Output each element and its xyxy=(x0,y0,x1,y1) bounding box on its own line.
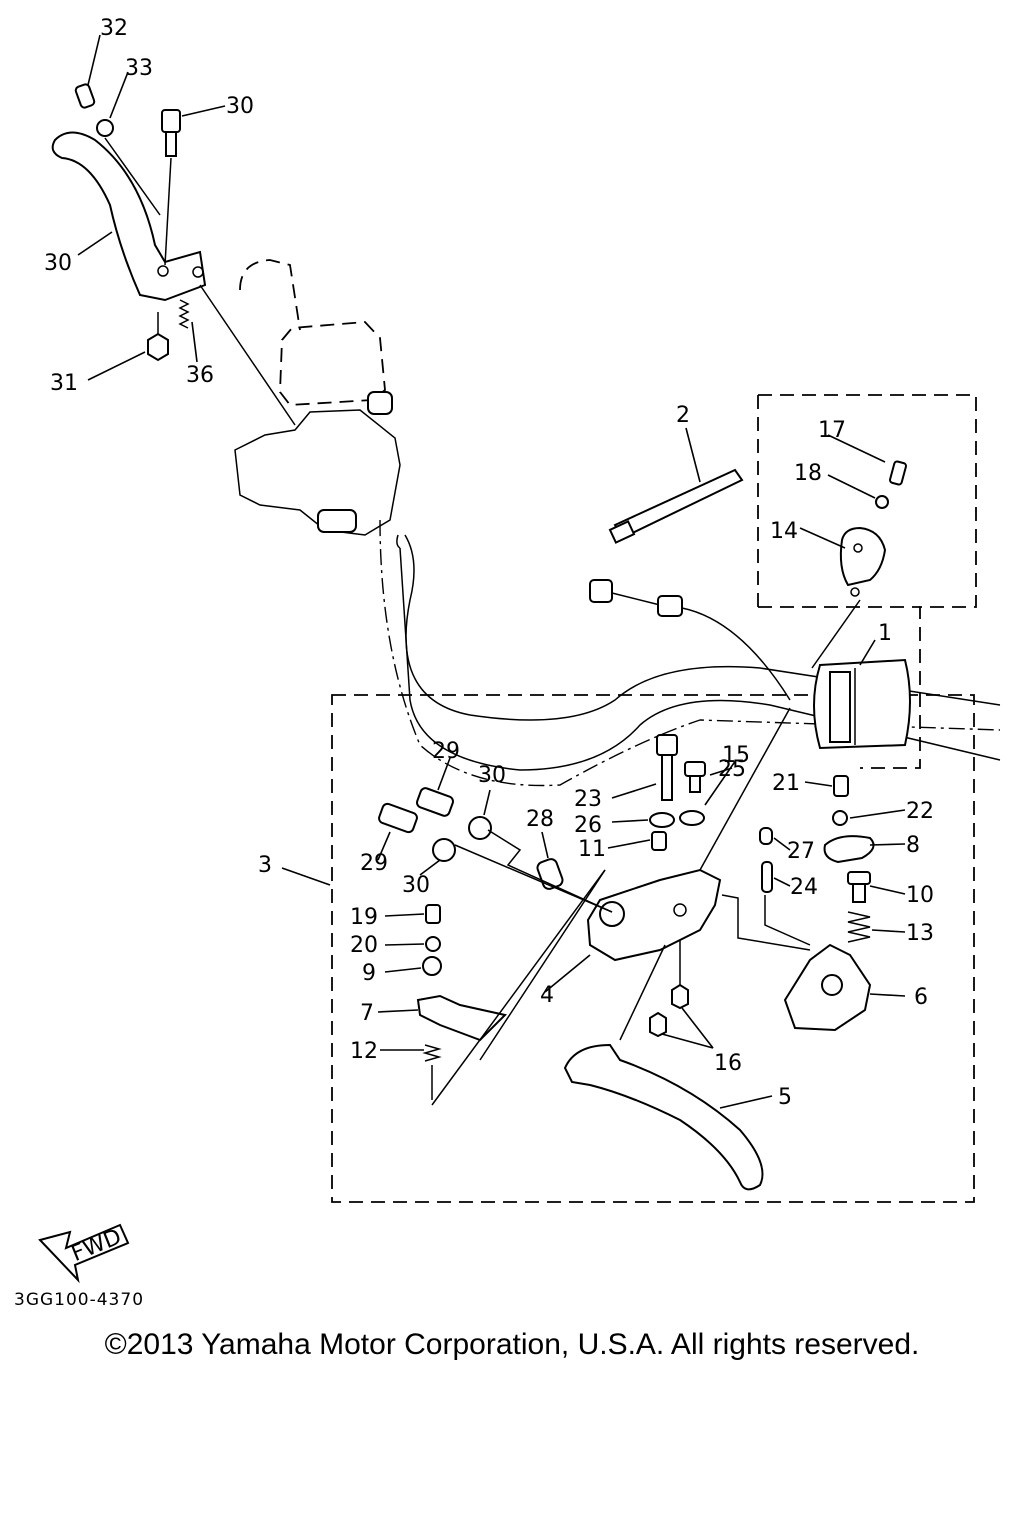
nut-33 xyxy=(147,332,169,362)
group-box-1 xyxy=(758,394,977,769)
callout-32: 30 xyxy=(226,94,254,119)
callout-21: 21 xyxy=(772,771,800,796)
plate-8 xyxy=(823,835,875,864)
screw-21 xyxy=(833,775,849,797)
bolt-25 xyxy=(684,761,706,793)
callout-34: 32 xyxy=(100,16,128,41)
group-box-3 xyxy=(331,694,975,1203)
switch-lead xyxy=(589,579,791,701)
nut-35 xyxy=(96,119,114,137)
washer-18 xyxy=(875,495,889,509)
locknuts-30 xyxy=(432,816,492,862)
callout-27: 27 xyxy=(787,839,815,864)
callout-7: 7 xyxy=(360,1001,374,1026)
fwd-label: FWD xyxy=(68,1225,125,1267)
callout-labels: 32 33 30 30 31 36 2 17 18 14 1 15 25 29 … xyxy=(44,16,934,1110)
callout-23: 23 xyxy=(574,787,602,812)
callout-25: 25 xyxy=(718,757,746,782)
callout-29b: 29 xyxy=(360,851,388,876)
master-cylinder-assembly xyxy=(234,259,401,536)
callout-35: 33 xyxy=(125,56,153,81)
callout-3: 3 xyxy=(258,853,272,878)
washer-9 xyxy=(422,956,442,976)
callout-1: 1 xyxy=(878,621,892,646)
cable-strap-2 xyxy=(608,468,744,544)
clutch-lever-31 xyxy=(51,131,207,302)
bolt-19 xyxy=(425,904,441,924)
pin-24 xyxy=(761,861,773,893)
screw-17 xyxy=(889,460,907,486)
pin-27 xyxy=(759,827,773,845)
copyright-notice: ©2013 Yamaha Motor Corporation, U.S.A. A… xyxy=(104,1328,920,1361)
switch-body-6 xyxy=(783,943,872,1032)
bolt-32 xyxy=(161,109,181,266)
callout-13: 13 xyxy=(906,921,934,946)
spring-12 xyxy=(422,1044,442,1062)
callout-10: 10 xyxy=(906,883,934,908)
screw-34 xyxy=(74,83,96,109)
callout-18: 18 xyxy=(794,461,822,486)
callout-26: 26 xyxy=(574,813,602,838)
callout-14: 14 xyxy=(770,519,798,544)
callout-4: 4 xyxy=(540,983,554,1008)
callout-leaders xyxy=(77,34,906,1109)
callout-8: 8 xyxy=(906,833,920,858)
callout-6: 6 xyxy=(914,985,928,1010)
spring-36 xyxy=(178,299,190,329)
callout-16: 16 xyxy=(714,1051,742,1076)
exploded-parts-diagram: FWD xyxy=(38,16,1001,1284)
callout-9: 9 xyxy=(362,961,376,986)
lever-bracket-4 xyxy=(586,868,722,962)
callout-15: 15 xyxy=(722,743,750,768)
fwd-direction-badge: FWD xyxy=(38,1223,130,1284)
adjusters-29 xyxy=(378,787,454,834)
bolt-23 xyxy=(656,734,678,801)
lever-5 xyxy=(563,1043,764,1191)
collar-11 xyxy=(651,831,667,851)
diagram-part-number: 3GG100-4370 xyxy=(14,1290,145,1310)
washer-26b xyxy=(679,810,705,826)
washer-26 xyxy=(649,812,675,828)
handlebar-switch-1 xyxy=(813,658,911,750)
callout-19: 19 xyxy=(350,905,378,930)
callout-2: 2 xyxy=(676,403,690,428)
bolt-10 xyxy=(847,871,871,903)
callout-12: 12 xyxy=(350,1039,378,1064)
washer-22 xyxy=(832,810,848,826)
spring-13 xyxy=(847,911,871,943)
stopper-7 xyxy=(416,994,507,1042)
callout-5: 5 xyxy=(778,1085,792,1110)
callout-30a: 30 xyxy=(478,763,506,788)
handlebar xyxy=(379,519,1001,787)
callout-20: 20 xyxy=(350,933,378,958)
callout-33: 31 xyxy=(50,371,78,396)
callout-11: 11 xyxy=(578,837,606,862)
washer-20 xyxy=(425,936,441,952)
clamp-14 xyxy=(839,526,887,597)
callout-28: 28 xyxy=(526,807,554,832)
nuts-16 xyxy=(649,983,689,1038)
callout-17: 17 xyxy=(818,418,846,443)
callout-31: 30 xyxy=(44,251,72,276)
callout-36: 36 xyxy=(186,363,214,388)
callout-24: 24 xyxy=(790,875,818,900)
callout-29a: 29 xyxy=(432,739,460,764)
callout-30b: 30 xyxy=(402,873,430,898)
callout-22: 22 xyxy=(906,799,934,824)
